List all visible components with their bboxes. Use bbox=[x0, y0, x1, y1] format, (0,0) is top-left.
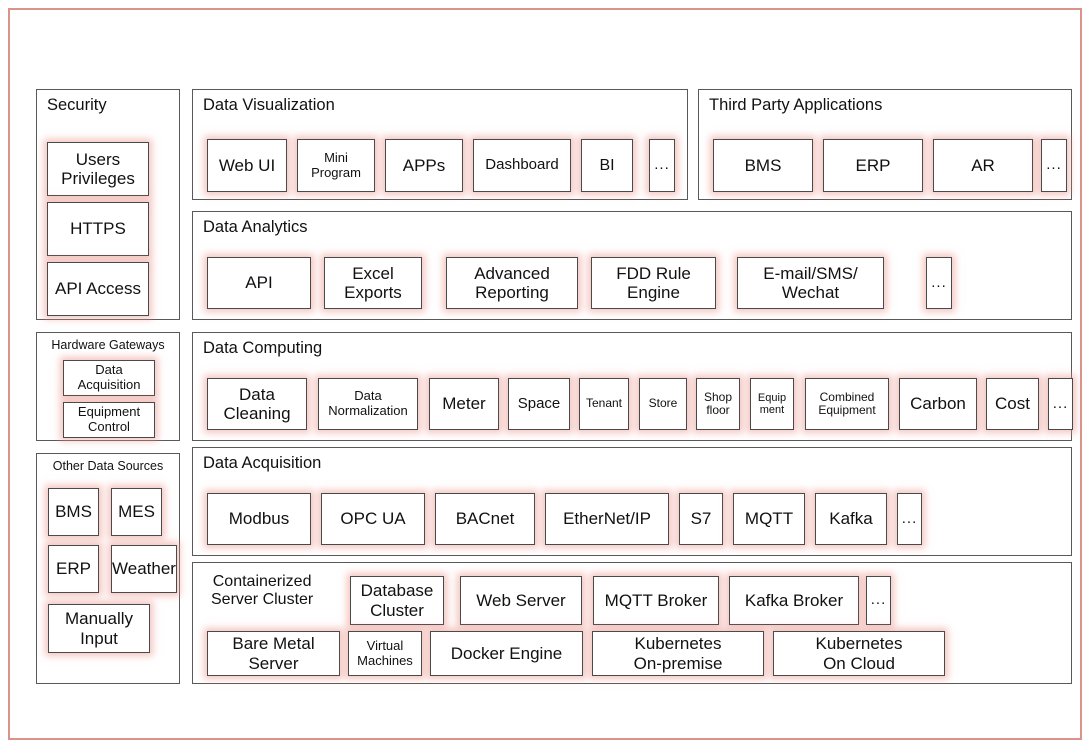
node-https[interactable]: HTTPS bbox=[47, 202, 149, 256]
node-equipment[interactable]: Equip ment bbox=[750, 378, 794, 430]
node-mqtt[interactable]: MQTT bbox=[733, 493, 805, 545]
node-data-analytics-more[interactable]: ... bbox=[926, 257, 952, 309]
node-tenant[interactable]: Tenant bbox=[579, 378, 629, 430]
node-api[interactable]: API bbox=[207, 257, 311, 309]
node-advanced-reporting[interactable]: Advanced Reporting bbox=[446, 257, 578, 309]
node-space[interactable]: Space bbox=[508, 378, 570, 430]
node-email-sms-wechat[interactable]: E-mail/SMS/ Wechat bbox=[737, 257, 884, 309]
node-store[interactable]: Store bbox=[639, 378, 687, 430]
panel-third-party-applications: Third Party Applications BMS ERP AR ... bbox=[698, 89, 1072, 200]
node-mini-program[interactable]: Mini Program bbox=[297, 139, 375, 192]
node-excel-exports[interactable]: Excel Exports bbox=[324, 257, 422, 309]
node-docker-engine[interactable]: Docker Engine bbox=[430, 631, 583, 676]
node-kubernetes-on-premise[interactable]: Kubernetes On-premise bbox=[592, 631, 764, 676]
node-tp-erp[interactable]: ERP bbox=[823, 139, 923, 192]
node-data-acquisition-more[interactable]: ... bbox=[897, 493, 922, 545]
node-bi[interactable]: BI bbox=[581, 139, 633, 192]
node-users-privileges[interactable]: Users Privileges bbox=[47, 142, 149, 196]
node-modbus[interactable]: Modbus bbox=[207, 493, 311, 545]
node-bacnet[interactable]: BACnet bbox=[435, 493, 535, 545]
panel-data-analytics-title: Data Analytics bbox=[203, 218, 308, 236]
node-cost[interactable]: Cost bbox=[986, 378, 1039, 430]
node-virtual-machines[interactable]: Virtual Machines bbox=[348, 631, 422, 676]
diagram-outer-frame: Security Users Privileges HTTPS API Acce… bbox=[8, 8, 1082, 740]
node-opc-ua[interactable]: OPC UA bbox=[321, 493, 425, 545]
node-s7[interactable]: S7 bbox=[679, 493, 723, 545]
node-shop-floor[interactable]: Shop floor bbox=[696, 378, 740, 430]
panel-data-visualization: Data Visualization Web UI Mini Program A… bbox=[192, 89, 688, 200]
node-data-visualization-more[interactable]: ... bbox=[649, 139, 675, 192]
panel-other-data-sources: Other Data Sources BMS MES ERP Weather M… bbox=[36, 453, 180, 684]
node-equipment-control[interactable]: Equipment Control bbox=[63, 402, 155, 438]
panel-hardware-gateways-title: Hardware Gateways bbox=[51, 338, 165, 352]
node-bare-metal-server[interactable]: Bare Metal Server bbox=[207, 631, 340, 676]
node-ods-erp[interactable]: ERP bbox=[48, 545, 99, 593]
node-mqtt-broker[interactable]: MQTT Broker bbox=[593, 576, 719, 625]
node-third-party-more[interactable]: ... bbox=[1041, 139, 1067, 192]
node-data-cleaning[interactable]: Data Cleaning bbox=[207, 378, 307, 430]
panel-data-computing: Data Computing Data Cleaning Data Normal… bbox=[192, 332, 1073, 441]
node-database-cluster[interactable]: Database Cluster bbox=[350, 576, 444, 625]
panel-third-party-applications-title: Third Party Applications bbox=[709, 96, 883, 114]
node-kafka-broker[interactable]: Kafka Broker bbox=[729, 576, 859, 625]
node-web-ui[interactable]: Web UI bbox=[207, 139, 287, 192]
node-ethernet-ip[interactable]: EtherNet/IP bbox=[545, 493, 669, 545]
panel-data-acquisition: Data Acquisition Modbus OPC UA BACnet Et… bbox=[192, 447, 1072, 556]
panel-data-visualization-title: Data Visualization bbox=[203, 96, 335, 114]
node-fdd-rule-engine[interactable]: FDD Rule Engine bbox=[591, 257, 716, 309]
node-ods-mes[interactable]: MES bbox=[111, 488, 162, 536]
node-kafka[interactable]: Kafka bbox=[815, 493, 887, 545]
panel-data-computing-title: Data Computing bbox=[203, 339, 323, 357]
node-container-more[interactable]: ... bbox=[866, 576, 891, 625]
panel-other-data-sources-title: Other Data Sources bbox=[52, 459, 164, 473]
node-apps[interactable]: APPs bbox=[385, 139, 463, 192]
node-carbon[interactable]: Carbon bbox=[899, 378, 977, 430]
node-ods-weather[interactable]: Weather bbox=[111, 545, 177, 593]
node-dashboard[interactable]: Dashboard bbox=[473, 139, 571, 192]
node-web-server[interactable]: Web Server bbox=[460, 576, 582, 625]
node-ods-bms[interactable]: BMS bbox=[48, 488, 99, 536]
node-combined-equipment[interactable]: Combined Equipment bbox=[805, 378, 889, 430]
node-data-computing-more[interactable]: ... bbox=[1048, 378, 1073, 430]
panel-security: Security Users Privileges HTTPS API Acce… bbox=[36, 89, 180, 320]
node-data-acquisition-gw[interactable]: Data Acquisition bbox=[63, 360, 155, 396]
node-data-normalization[interactable]: Data Normalization bbox=[318, 378, 418, 430]
panel-hardware-gateways: Hardware Gateways Data Acquisition Equip… bbox=[36, 332, 180, 441]
node-meter[interactable]: Meter bbox=[429, 378, 499, 430]
node-api-access[interactable]: API Access bbox=[47, 262, 149, 316]
node-tp-bms[interactable]: BMS bbox=[713, 139, 813, 192]
node-kubernetes-on-cloud[interactable]: Kubernetes On Cloud bbox=[773, 631, 945, 676]
node-tp-ar[interactable]: AR bbox=[933, 139, 1033, 192]
panel-security-title: Security bbox=[47, 96, 107, 114]
panel-data-acquisition-title: Data Acquisition bbox=[203, 454, 322, 472]
panel-containerized-server-cluster: Containerized Server Cluster Database Cl… bbox=[192, 562, 1072, 684]
panel-containerized-server-cluster-title: Containerized Server Cluster bbox=[211, 573, 314, 608]
panel-data-analytics: Data Analytics API Excel Exports Advance… bbox=[192, 211, 1072, 320]
node-manually-input[interactable]: Manually Input bbox=[48, 604, 150, 653]
